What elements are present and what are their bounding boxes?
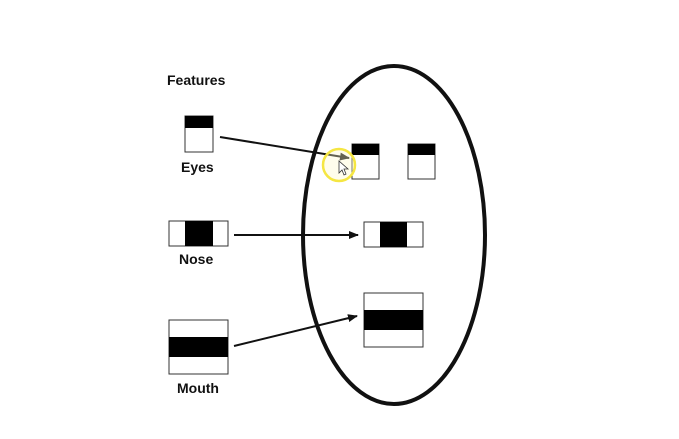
mouse-pointer-icon [338,160,350,176]
nose-feature-sample [168,220,229,247]
features-title: Features [167,72,226,88]
nose-label: Nose [179,251,214,267]
face-left-eye [351,143,380,180]
eyes-feature-sample [184,115,214,153]
mouth-label: Mouth [177,380,219,396]
face-right-eye [407,143,436,180]
mouth-arrow [233,314,358,347]
face-nose [363,221,424,248]
mouth-feature-sample [168,319,229,375]
face-mouth [363,292,424,348]
eyes-label: Eyes [181,159,214,175]
